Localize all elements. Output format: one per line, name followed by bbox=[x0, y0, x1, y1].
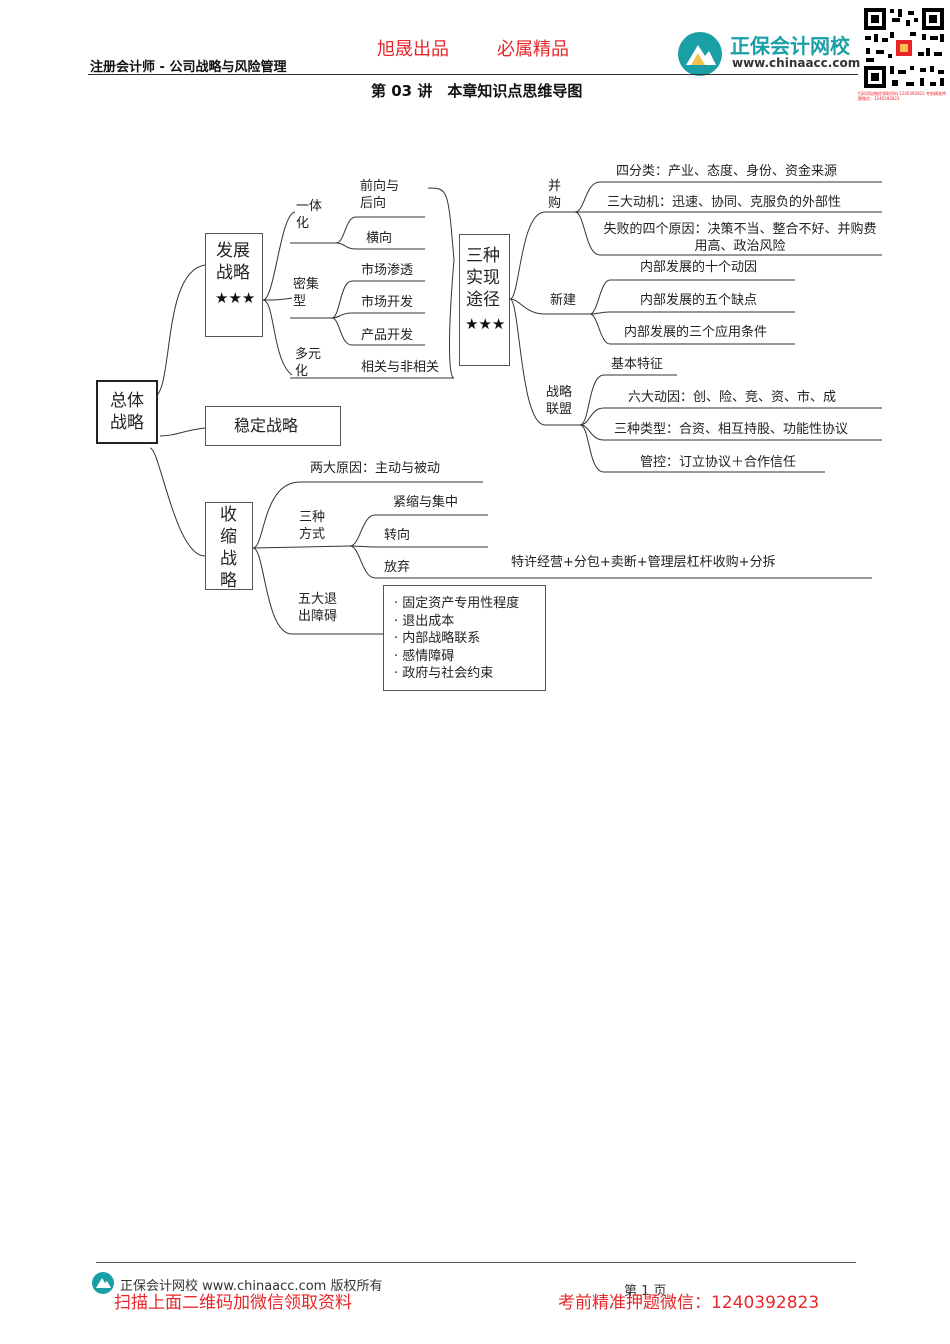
logo-icon bbox=[678, 32, 722, 76]
retrenchment-strategy-label: 收缩战略 bbox=[220, 505, 237, 591]
stability-strategy-label: 稳定战略 bbox=[234, 416, 299, 435]
exit-barriers-label: 五大退出障碍 bbox=[298, 592, 338, 624]
new-build-label: 新建 bbox=[550, 293, 577, 308]
merger-item-motives: 三大动机：迅速、协同、克服负的外部性 bbox=[607, 195, 842, 210]
footer-promo-right: 考前精准押题微信：1240392823 bbox=[558, 1293, 820, 1313]
star-rating: ★★★ bbox=[215, 289, 256, 307]
three-ways-label: 三种方式 bbox=[299, 510, 326, 542]
new-build-item-motives: 内部发展的十个动因 bbox=[640, 260, 758, 275]
market-penetration-label: 市场渗透 bbox=[361, 263, 414, 278]
footer-divider bbox=[96, 1262, 856, 1263]
star-rating: ★★★ bbox=[465, 315, 506, 333]
logo-url: www.chinaacc.com bbox=[732, 56, 861, 70]
alliance-item-motives: 六大动因：创、险、竞、资、市、成 bbox=[628, 390, 837, 405]
development-strategy-label: 发展战略 bbox=[216, 241, 250, 283]
merger-label: 并购 bbox=[548, 179, 562, 211]
exit-barrier-text: 感情障碍 bbox=[402, 648, 455, 664]
merger-item-classification: 四分类：产业、态度、身份、资金来源 bbox=[616, 164, 838, 179]
root-label-text: 总体战略 bbox=[110, 391, 144, 433]
development-strategy-node: 发展战略 ★★★ bbox=[205, 233, 263, 337]
qr-code-icon bbox=[862, 6, 946, 90]
intensive-label: 密集型 bbox=[293, 277, 320, 309]
exit-barrier-text: 政府与社会约束 bbox=[402, 666, 494, 681]
footer-logo-icon bbox=[92, 1272, 114, 1294]
new-build-item-conditions: 内部发展的三个应用条件 bbox=[624, 325, 768, 340]
list-item: · 政府与社会约束 bbox=[394, 666, 494, 681]
page-number: 第 1 页 bbox=[624, 1284, 667, 1299]
exit-barrier-text: 退出成本 bbox=[402, 613, 455, 629]
footer-promo-left: 扫描上面二维码加微信领取资料 bbox=[114, 1293, 352, 1313]
list-item: · 内部战略联系 bbox=[394, 631, 481, 646]
exit-barrier-text: 固定资产专用性程度 bbox=[402, 596, 520, 611]
way-divestment-label: 放弃 bbox=[384, 560, 411, 575]
forward-backward-label: 前向与后向 bbox=[360, 179, 400, 211]
product-development-label: 产品开发 bbox=[361, 328, 414, 343]
exit-barriers-list: · 固定资产专用性程度 · 退出成本 · 内部战略联系 · 感情障碍 · 政府与… bbox=[383, 585, 546, 691]
page-title: 第 03 讲 本章知识点思维导图 bbox=[371, 82, 583, 100]
footer-copyright: 正保会计网校 www.chinaacc.com 版权所有 bbox=[120, 1279, 383, 1294]
alliance-label: 战略联盟 bbox=[546, 385, 573, 417]
list-item: · 退出成本 bbox=[394, 613, 455, 629]
logo-mountain-icon bbox=[686, 45, 716, 65]
three-paths-label: 三种实现途径 bbox=[466, 246, 500, 310]
retrenchment-strategy-node: 收缩战略 bbox=[205, 502, 253, 591]
list-item: · 感情障碍 bbox=[394, 648, 455, 664]
integration-label: 一体化 bbox=[296, 199, 323, 231]
slogan-right: 必属精品 bbox=[497, 39, 569, 60]
exit-barrier-text: 内部战略联系 bbox=[402, 631, 481, 646]
horizontal-label: 横向 bbox=[366, 231, 393, 246]
alliance-item-types: 三种类型：合资、相互持股、功能性协议 bbox=[614, 422, 849, 437]
slogan-left: 旭晟出品 bbox=[377, 39, 449, 60]
alliance-item-features: 基本特征 bbox=[611, 357, 664, 372]
stability-strategy-node: 稳定战略 bbox=[205, 406, 341, 446]
logo-name: 正保会计网校 bbox=[730, 34, 850, 58]
brand-logo: 正保会计网校 www.chinaacc.com bbox=[678, 28, 861, 76]
header-divider bbox=[88, 74, 858, 75]
qr-caption: 扫码添加微信领取资料 1240392823 考前精准押题微信：124039282… bbox=[858, 91, 946, 101]
root-label: 总体战略 bbox=[110, 390, 146, 434]
way-turnaround-label: 转向 bbox=[384, 528, 411, 543]
market-development-label: 市场开发 bbox=[361, 295, 414, 310]
two-reasons-label: 两大原因：主动与被动 bbox=[310, 461, 441, 476]
three-paths-node: 三种实现途径 ★★★ bbox=[459, 234, 510, 366]
divestment-detail-label: 特许经营+分包+卖断+管理层杠杆收购+分拆 bbox=[511, 555, 776, 570]
diversification-label: 多元化 bbox=[295, 347, 322, 379]
root-node: 总体战略 bbox=[96, 380, 158, 444]
list-item: · 固定资产专用性程度 bbox=[394, 596, 520, 611]
course-title: 注册会计师 - 公司战略与风险管理 bbox=[90, 60, 287, 75]
merger-item-failures: 失败的四个原因：决策不当、整合不好、并购费用高、政治风险 bbox=[603, 222, 877, 254]
related-unrelated-label: 相关与非相关 bbox=[361, 360, 440, 375]
new-build-item-shortcomings: 内部发展的五个缺点 bbox=[640, 293, 758, 308]
way-consolidation-label: 紧缩与集中 bbox=[393, 495, 459, 510]
alliance-item-control: 管控：订立协议＋合作信任 bbox=[640, 455, 797, 470]
